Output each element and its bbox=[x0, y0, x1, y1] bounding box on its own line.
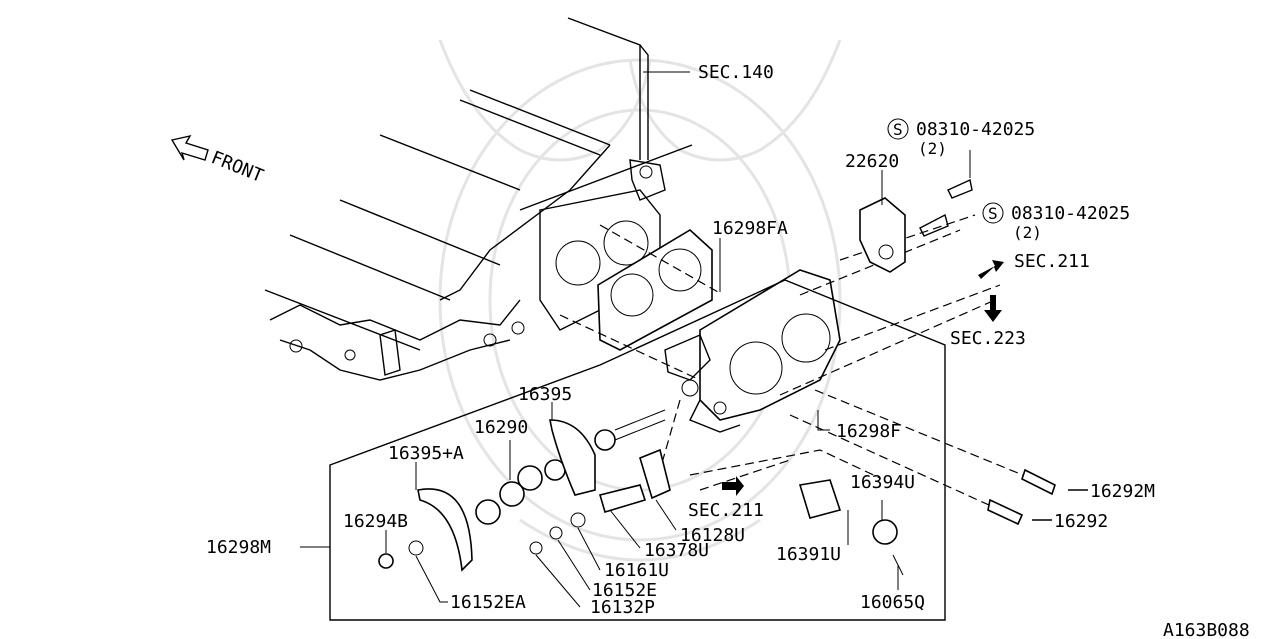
label-16152E: 16152E bbox=[592, 580, 657, 601]
label-16394U: 16394U bbox=[850, 472, 915, 493]
label-16378U: 16378U bbox=[644, 540, 709, 561]
label-16161U: 16161U bbox=[604, 560, 669, 581]
label-16292: 16292 bbox=[1054, 511, 1108, 532]
arrow-icon-sec211-bottom bbox=[722, 476, 744, 496]
sensor-22620 bbox=[859, 178, 973, 273]
bolt-number-2: 08310-42025 bbox=[1011, 203, 1130, 224]
label-sec211-bottom: SEC.211 bbox=[688, 500, 764, 521]
lower-parts bbox=[378, 409, 904, 576]
label-16391U: 16391U bbox=[776, 544, 841, 565]
bolt-number-1: 08310-42025 bbox=[916, 119, 1035, 140]
label-sec211-top: SEC.211 bbox=[1014, 251, 1090, 272]
gasket bbox=[597, 229, 713, 351]
label-front: FRONT bbox=[208, 147, 266, 187]
leader-lines bbox=[300, 71, 971, 608]
bolt-callout-1: S 08310-42025 (2) bbox=[887, 118, 1035, 158]
label-16298FA: 16298FA bbox=[712, 218, 788, 239]
label-sec140: SEC.140 bbox=[698, 62, 774, 83]
label-16292M: 16292M bbox=[1090, 481, 1155, 502]
label-16298F: 16298F bbox=[836, 421, 901, 442]
label-16395A: 16395+A bbox=[388, 443, 464, 464]
label-sec223: SEC.223 bbox=[950, 328, 1026, 349]
diagram-id: A163B088 bbox=[1163, 620, 1250, 639]
label-22620: 22620 bbox=[845, 151, 899, 172]
label-16294B: 16294B bbox=[343, 511, 408, 532]
label-16065Q: 16065Q bbox=[860, 592, 925, 613]
intake-manifold bbox=[264, 17, 693, 381]
label-16128U: 16128U bbox=[680, 525, 745, 546]
front-arrow-icon bbox=[170, 134, 209, 161]
label-16152EA: 16152EA bbox=[450, 592, 526, 613]
label-16298M: 16298M bbox=[206, 537, 271, 558]
bolt-qty-1: (2) bbox=[918, 139, 947, 158]
assembly-bracket-outline bbox=[329, 279, 946, 621]
label-16395: 16395 bbox=[518, 384, 572, 405]
label-16132P: 16132P bbox=[590, 597, 655, 618]
label-16290: 16290 bbox=[474, 417, 528, 438]
bolts-16292 bbox=[987, 468, 1088, 526]
arrow-icon-sec223 bbox=[984, 295, 1002, 322]
s-symbol-icon: S bbox=[893, 120, 903, 139]
throttle-body bbox=[664, 269, 841, 433]
bolt-callout-2: S 08310-42025 (2) bbox=[982, 202, 1130, 242]
bolt-qty-2: (2) bbox=[1013, 223, 1042, 242]
arrow-icon-sec211-top bbox=[978, 260, 1004, 279]
s-symbol-icon: S bbox=[988, 204, 998, 223]
